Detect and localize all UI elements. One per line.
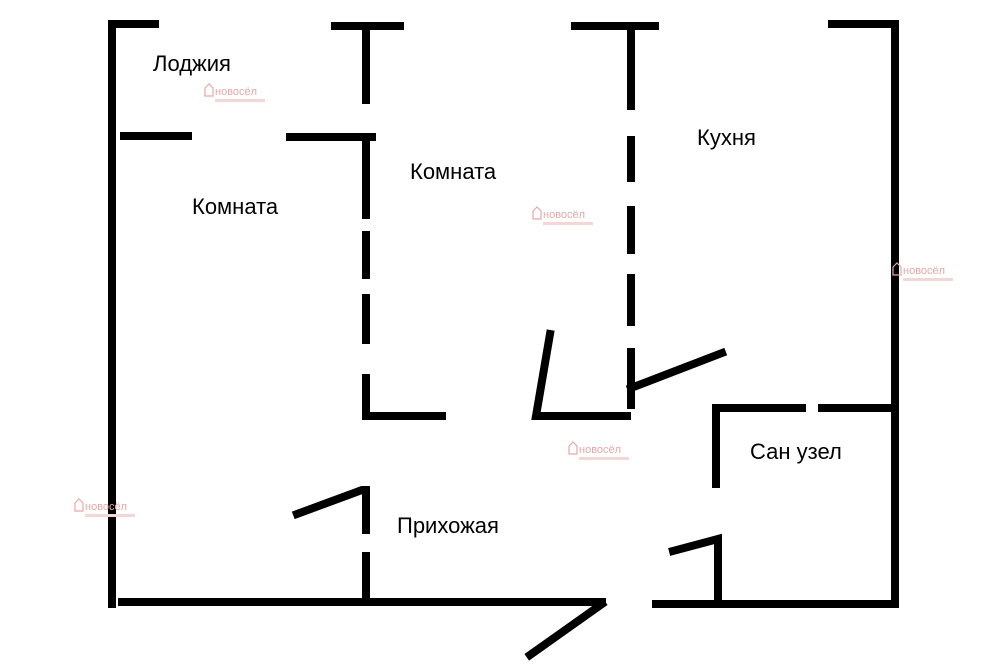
room-label-loggia: Лоджия: [153, 51, 231, 76]
watermark-4: новосёл: [568, 441, 629, 460]
partition-rooms-corner: [362, 374, 446, 420]
house-logo-icon: [568, 441, 578, 455]
watermark-text: новосёл: [215, 86, 257, 98]
room-label-hallway: Прихожая: [397, 513, 499, 538]
walls: [108, 20, 899, 661]
watermark-text: новосёл: [579, 444, 621, 456]
watermark-2: новосёл: [532, 206, 593, 225]
watermark-5: новосёл: [74, 498, 135, 517]
room-label-room-middle: Комната: [410, 159, 497, 184]
room-labels: Лоджия Комната Комната Кухня Сан узел Пр…: [153, 51, 842, 538]
bathroom-door: [668, 533, 722, 604]
room-door: [531, 329, 631, 420]
house-logo-icon: [532, 206, 542, 220]
house-logo-icon: [74, 498, 84, 512]
room-label-room-left: Комната: [192, 194, 279, 219]
watermark-text: новосёл: [543, 209, 585, 221]
entry-door: [524, 598, 608, 661]
wall-left-outer: [108, 20, 159, 608]
watermark-text: новосёл: [85, 501, 127, 513]
watermark-3: новосёл: [892, 262, 953, 281]
room-label-bathroom: Сан узел: [750, 439, 842, 464]
watermark-text: новосёл: [903, 265, 945, 277]
watermark-1: новосёл: [204, 83, 265, 102]
kitchen-door: [625, 347, 728, 394]
house-logo-icon: [892, 262, 902, 276]
wall-bathroom-left: [712, 404, 806, 488]
watermark-subtext: [543, 222, 593, 225]
watermark-subtext: [85, 514, 135, 517]
watermark-subtext: [903, 278, 953, 281]
hallway-door: [291, 486, 370, 520]
watermarks: новосёл новосёл новосёл новосёл новосёл: [74, 83, 953, 517]
watermark-subtext: [215, 99, 265, 102]
house-logo-icon: [204, 83, 214, 97]
wall-bottom-right: [652, 20, 899, 608]
room-label-kitchen: Кухня: [697, 125, 756, 150]
watermark-subtext: [579, 457, 629, 460]
